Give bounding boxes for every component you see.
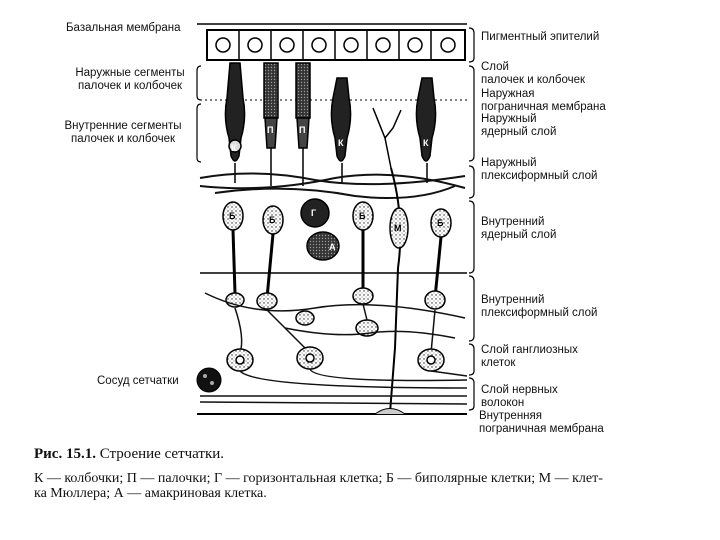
letter-bipolar-3: Б	[359, 211, 366, 221]
inner-plexiform-synapses	[225, 287, 446, 337]
retinal-vessel	[196, 367, 222, 393]
label-outer-nuclear-layer: Наружный ядерный слой	[481, 113, 556, 139]
label-inner-segments-line2: палочек и колбочек	[71, 133, 175, 145]
letter-cone-2: К	[338, 138, 344, 148]
label-onl-line2: ядерный слой	[481, 126, 557, 138]
label-gcl-line1: Слой ганглиозных	[481, 344, 578, 356]
letter-horizontal: Г	[311, 208, 316, 218]
label-outer-plexiform-layer: Наружный плексиформный слой	[481, 157, 597, 183]
label-inner-segments: Внутренние сегменты палочек и колбочек	[58, 120, 188, 146]
label-ilm-line1: Внутренняя	[479, 410, 542, 422]
letter-bipolar-2: Б	[269, 215, 276, 225]
label-inl-line2: ядерный слой	[481, 229, 557, 241]
label-rods-cones-layer: Слой палочек и колбочек	[481, 61, 585, 87]
letter-rod-2: П	[299, 125, 305, 135]
caption-figure-number: Рис. 15.1.	[34, 446, 96, 462]
label-gcl-line2: клеток	[481, 357, 516, 369]
label-onl-line1: Наружный	[481, 113, 537, 125]
label-olm-line1: Наружная	[481, 88, 535, 100]
letter-rod-1: П	[267, 125, 273, 135]
pigment-epithelium	[206, 29, 466, 61]
label-outer-segments-line2: палочек и колбочек	[78, 80, 182, 92]
label-rods-cones-line2: палочек и колбочек	[481, 74, 585, 86]
label-nfl-line1: Слой нервных	[481, 384, 558, 396]
caption-legend-line2: ка Мюллера; А — амакриновая клетка.	[34, 486, 267, 501]
layer-brackets	[468, 27, 475, 411]
label-inner-nuclear-layer: Внутренний ядерный слой	[481, 216, 556, 242]
inner-nuclear-cells	[222, 167, 452, 414]
label-olm-line2: пограничная мембрана	[481, 101, 606, 113]
letter-bipolar-4: Б	[437, 218, 444, 228]
label-nfl-line2: волокон	[481, 397, 525, 409]
label-inner-segments-line1: Внутренние сегменты	[64, 120, 182, 132]
caption-title: Рис. 15.1. Строение сетчатки.	[34, 447, 694, 462]
label-inner-limiting-membrane: Внутренняя пограничная мембрана	[479, 410, 604, 436]
letter-cone-1: К	[231, 143, 237, 153]
label-ipl-line1: Внутренний	[481, 294, 545, 306]
letter-amacrine: А	[329, 242, 336, 252]
label-ipl-line2: плексиформный слой	[481, 307, 598, 319]
ganglion-cells	[226, 346, 445, 372]
photoreceptors	[224, 62, 437, 186]
caption-legend-line1: К — колбочки; П — палочки; Г — горизонта…	[34, 471, 603, 486]
nerve-fibers	[199, 368, 468, 405]
label-outer-segments-line1: Наружные сегменты	[75, 67, 185, 79]
label-outer-limiting-membrane: Наружная пограничная мембрана	[481, 88, 606, 114]
label-rods-cones-line1: Слой	[481, 61, 509, 73]
label-inner-plexiform-layer: Внутренний плексиформный слой	[481, 294, 597, 320]
label-ganglion-layer: Слой ганглиозных клеток	[481, 344, 578, 370]
label-outer-segments: Наружные сегменты палочек и колбочек	[70, 67, 190, 93]
letter-cone-3: К	[423, 138, 429, 148]
label-nerve-fiber-layer: Слой нервных волокон	[481, 384, 558, 410]
letter-muller: М	[394, 223, 402, 233]
letter-bipolar-1: Б	[229, 211, 236, 221]
label-ilm-line2: пограничная мембрана	[479, 423, 604, 435]
inner-limiting-membrane	[197, 408, 467, 415]
figure-caption: Рис. 15.1. Строение сетчатки. К — колбоч…	[34, 447, 694, 502]
caption-title-text: Строение сетчатки.	[95, 446, 225, 462]
label-basal-membrane: Базальная мембрана	[66, 22, 181, 34]
retina-diagram: К П П К К Б Б Г А Б М Б	[196, 23, 475, 415]
caption-legend: К — колбочки; П — палочки; Г — горизонта…	[34, 471, 694, 501]
cell-letters: К П П К К Б Б Г А Б М Б	[229, 125, 444, 252]
label-pigment-epithelium: Пигментный эпителий	[481, 31, 600, 43]
left-brackets	[196, 65, 202, 163]
label-vessel: Сосуд сетчатки	[97, 375, 179, 387]
label-opl-line2: плексиформный слой	[481, 170, 598, 182]
outer-plexiform-fibers	[199, 172, 466, 200]
label-inl-line1: Внутренний	[481, 216, 545, 228]
label-opl-line1: Наружный	[481, 157, 537, 169]
